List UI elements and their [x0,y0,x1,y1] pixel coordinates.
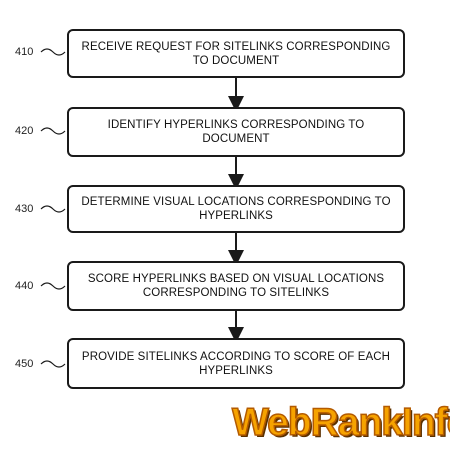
step-box-420: IDENTIFY HYPERLINKS CORRESPONDING TO DOC… [67,107,405,157]
step-box-410: RECEIVE REQUEST FOR SITELINKS CORRESPOND… [67,29,405,78]
step-box-430: DETERMINE VISUAL LOCATIONS CORRESPONDING… [67,185,405,233]
leader-450 [40,360,66,368]
step-number-440: 440 [15,280,34,292]
step-text-440: SCORE HYPERLINKS BASED ON VISUAL LOCATIO… [87,273,385,299]
step-text-430: DETERMINE VISUAL LOCATIONS CORRESPONDING… [81,196,391,222]
leader-420 [40,127,66,135]
step-box-440: SCORE HYPERLINKS BASED ON VISUAL LOCATIO… [67,261,405,311]
step-text-410: RECEIVE REQUEST FOR SITELINKS CORRESPOND… [81,40,391,67]
leader-430 [40,205,66,213]
step-text-450: PROVIDE SITELINKS ACCORDING TO SCORE OF … [81,350,391,377]
leader-410 [40,48,66,56]
watermark-logo: WebRankInfo [231,400,450,445]
leader-440 [40,282,66,290]
step-number-420: 420 [15,125,34,137]
step-box-450: PROVIDE SITELINKS ACCORDING TO SCORE OF … [67,338,405,389]
step-text-420: IDENTIFY HYPERLINKS CORRESPONDING TO DOC… [107,119,365,145]
step-number-450: 450 [15,358,34,370]
step-number-410: 410 [15,46,34,58]
step-number-430: 430 [15,203,34,215]
